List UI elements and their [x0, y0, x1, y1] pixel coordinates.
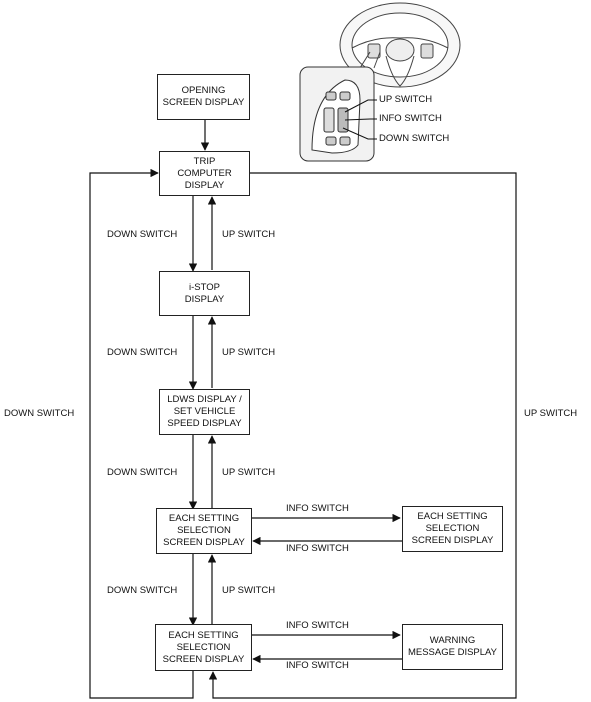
setting-selection-box-1: EACH SETTING SELECTION SCREEN DISPLAY: [156, 508, 252, 554]
loop-up-switch: [208, 172, 517, 699]
label-up-switch-4: UP SWITCH: [222, 585, 276, 596]
setting-selection-box-2: EACH SETTING SELECTION SCREEN DISPLAY: [155, 624, 252, 671]
label-up-switch-2: UP SWITCH: [222, 347, 276, 358]
label-info-switch-4: INFO SWITCH: [286, 660, 349, 671]
label-up-switch-loop: UP SWITCH: [524, 408, 578, 419]
opening-screen-display-box: OPENING SCREEN DISPLAY: [157, 74, 250, 120]
callout-up-switch: UP SWITCH: [379, 94, 433, 105]
label-down-switch-1: DOWN SWITCH: [107, 229, 178, 240]
callout-info-switch: INFO SWITCH: [379, 113, 442, 124]
warning-message-display-box: WARNING MESSAGE DISPLAY: [402, 624, 503, 670]
label-info-switch-1: INFO SWITCH: [286, 503, 349, 514]
setting-selection-box-right: EACH SETTING SELECTION SCREEN DISPLAY: [402, 506, 503, 552]
steering-wheel-illustration: [339, 2, 461, 88]
label-up-switch-1: UP SWITCH: [222, 229, 276, 240]
label-down-switch-4: DOWN SWITCH: [107, 585, 178, 596]
callout-down-switch: DOWN SWITCH: [379, 133, 450, 144]
callout-lines: [342, 99, 377, 140]
ldws-display-box: LDWS DISPLAY / SET VEHICLE SPEED DISPLAY: [159, 389, 250, 435]
loop-down-switch: [89, 168, 194, 699]
label-down-switch-3: DOWN SWITCH: [107, 467, 178, 478]
switch-panel-zoom: [299, 66, 375, 162]
label-info-switch-3: INFO SWITCH: [286, 620, 349, 631]
label-down-switch-2: DOWN SWITCH: [107, 347, 178, 358]
istop-display-box: i-STOP DISPLAY: [159, 271, 250, 316]
trip-computer-display-box: TRIP COMPUTER DISPLAY: [159, 151, 250, 196]
label-info-switch-2: INFO SWITCH: [286, 543, 349, 554]
label-up-switch-3: UP SWITCH: [222, 467, 276, 478]
label-down-switch-loop: DOWN SWITCH: [4, 408, 75, 419]
